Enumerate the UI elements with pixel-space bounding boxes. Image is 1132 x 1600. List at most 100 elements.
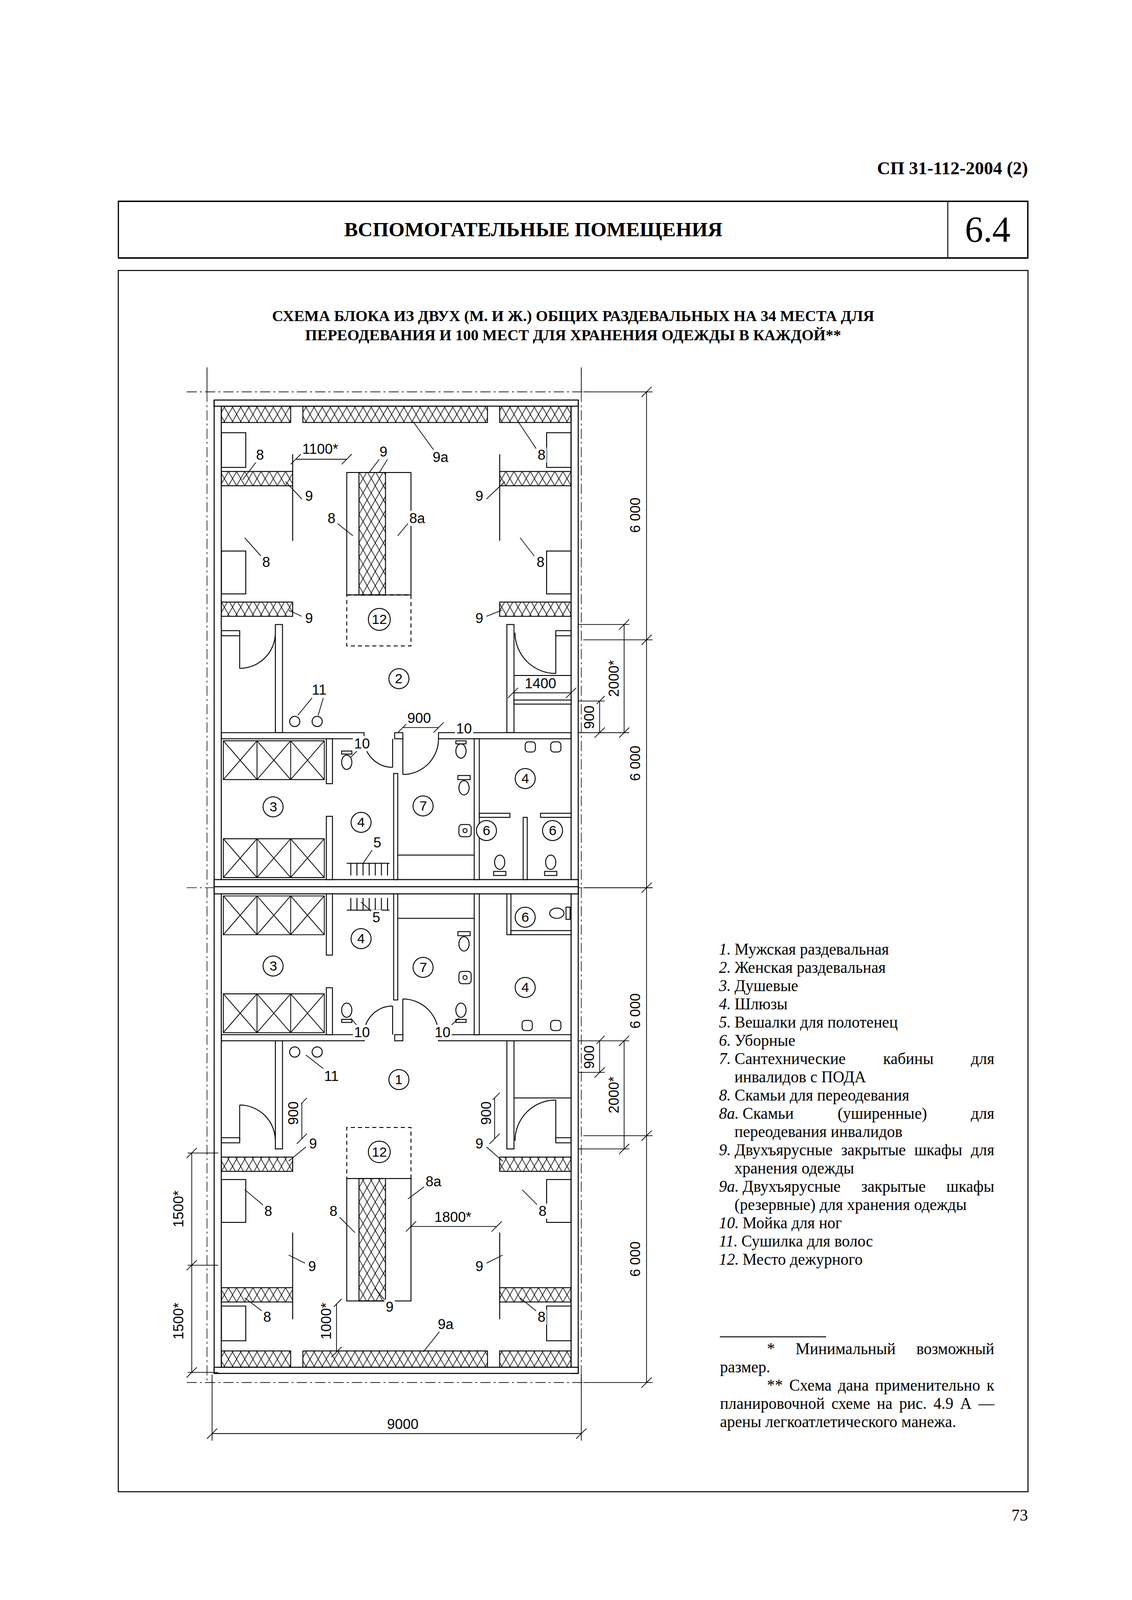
dimension-text: 1400 [523, 675, 558, 691]
leader-lines [242, 421, 538, 1352]
callout-number: 5 [371, 909, 382, 925]
callout-number: 10 [352, 1024, 372, 1040]
page-frames [118, 201, 1028, 1492]
room-number: 1 [394, 1072, 403, 1086]
callout-number: 9 [307, 1135, 319, 1151]
callout-number: 10 [352, 735, 372, 751]
dimension-text: 2000* [606, 1074, 622, 1115]
callout-number: 9 [384, 1298, 395, 1314]
dimension-text: 900 [581, 1043, 597, 1070]
dimension-text: 6 000 [627, 496, 643, 535]
callout-number: 8 [328, 1203, 339, 1219]
dimension-text: 900 [406, 710, 433, 726]
dimension-text: 1500* [170, 1188, 187, 1229]
legend-text: Женская раздевальная [734, 958, 886, 977]
dimension-text: 1000* [318, 1300, 334, 1341]
header-text: ВСПОМОГАТЕЛЬНЫЕ ПОМЕЩЕНИЯ [344, 219, 723, 240]
dimension-text: 1100* [300, 441, 340, 457]
legend-row: 7.Сантехнические кабины для инвалидов с … [718, 1049, 995, 1086]
room-number: 6 [482, 823, 491, 838]
legend-row: 5.Вешалки для полотенец [718, 1013, 995, 1032]
room-number-circle: 2 [388, 667, 410, 689]
legend-text: Скамьи (уширенные) для переодевания инва… [734, 1104, 995, 1141]
legend-number: 11. [718, 1231, 738, 1250]
legend-number: 4. [718, 994, 731, 1013]
room-number: 4 [357, 931, 366, 946]
callout-number: 8 [260, 554, 272, 570]
callout-number: 8 [536, 1308, 547, 1324]
footnote-text: * Минимальный возможный размер. [719, 1339, 995, 1376]
legend-text: Мойка для ног [742, 1213, 843, 1232]
dimension-text: 6 000 [627, 743, 643, 782]
room-number: 12 [371, 1144, 387, 1159]
callout-number: 11 [310, 682, 328, 698]
legend-text: Двухъярусные закрытые шкафы (резервные) … [734, 1177, 995, 1214]
room-number-circle: 3 [262, 796, 284, 817]
legend-row: 4.Шлюзы [718, 994, 995, 1014]
room-number-circle: 4 [514, 976, 536, 998]
room-number: 12 [371, 612, 387, 626]
room-number-circle: 4 [514, 767, 536, 789]
legend-list: 1.Мужская раздевальная2.Женская раздевал… [718, 940, 995, 1269]
callout-number: 9а [431, 449, 450, 465]
room-number-circle: 3 [262, 955, 284, 977]
callout-number: 8 [254, 447, 266, 463]
room-number: 7 [419, 960, 428, 974]
room-number-circle: 7 [412, 956, 434, 978]
callout-number: 8а [423, 1173, 443, 1189]
legend-text: Душевые [734, 976, 798, 995]
callout-number: 8 [263, 1203, 274, 1219]
diagram-title: СХЕМА БЛОКА ИЗ ДВУХ (М. И Ж.) ОБЩИХ РАЗД… [233, 306, 913, 345]
room-number-circle: 12 [367, 607, 391, 631]
shower-cabins [223, 740, 325, 1033]
legend-row: 10.Мойка для ног [718, 1213, 995, 1232]
axis-lines [186, 391, 587, 1382]
footnotes: * Минимальный возможный размер.** Схема … [719, 1335, 995, 1431]
dimension-text: 900 [286, 1099, 302, 1127]
room-number-circle: 4 [350, 927, 372, 949]
room-number: 2 [394, 671, 403, 686]
callout-number: 9 [474, 488, 485, 504]
callout-number: 10 [454, 720, 474, 736]
room-number: 4 [521, 980, 530, 994]
dimension-text: 900 [479, 1099, 495, 1127]
page-number: 73 [1011, 1506, 1029, 1523]
room-number: 3 [269, 958, 278, 973]
sanitary-walls [326, 699, 572, 1035]
legend-number: 2. [718, 958, 731, 977]
room-number-circle: 7 [412, 795, 434, 817]
legend-number: 8. [718, 1085, 731, 1104]
dimension-text: 9000 [385, 1416, 420, 1432]
room-number: 6 [548, 823, 557, 838]
footnote-rule [719, 1335, 827, 1337]
room-number-circle: 4 [350, 811, 372, 833]
legend-number: 9. [718, 1140, 731, 1159]
callout-number: 8 [537, 1203, 548, 1219]
callout-number: 5 [372, 834, 383, 850]
legend-text: Вешалки для полотенец [734, 1013, 898, 1031]
legend-text: Мужская раздевальная [734, 940, 890, 958]
legend-row: 9.Двухъярусные закрытые шкафы для хранен… [718, 1140, 995, 1178]
legend-row: 12.Место дежурного [718, 1250, 995, 1269]
callout-number: 10 [433, 1024, 452, 1040]
legend-row: 9а.Двухъярусные закрытые шкафы (резервны… [718, 1177, 995, 1214]
callout-number: 9 [474, 1258, 485, 1274]
document-code: СП 31-112-2004 (2) [877, 159, 1029, 178]
doors-and-fixtures [341, 738, 570, 1035]
callout-number: 8 [535, 554, 546, 570]
legend-text: Уборные [734, 1031, 796, 1050]
dimension-text: 6 000 [627, 1239, 643, 1278]
dimension-lines [186, 367, 653, 1441]
legend-row: 6.Уборные [718, 1031, 995, 1050]
room-number: 4 [521, 771, 530, 786]
room-number-circle: 12 [367, 1140, 391, 1163]
room-number-circle: 6 [475, 819, 497, 841]
legend-text: Шлюзы [734, 994, 788, 1013]
callout-number: 9 [303, 488, 315, 504]
room-number-circle: 6 [514, 906, 536, 928]
legend-number: 10. [718, 1213, 740, 1232]
callout-number: 9 [474, 610, 485, 626]
room-number: 7 [419, 798, 428, 813]
header-cell: ВСПОМОГАТЕЛЬНЫЕ ПОМЕЩЕНИЯ [118, 201, 949, 259]
